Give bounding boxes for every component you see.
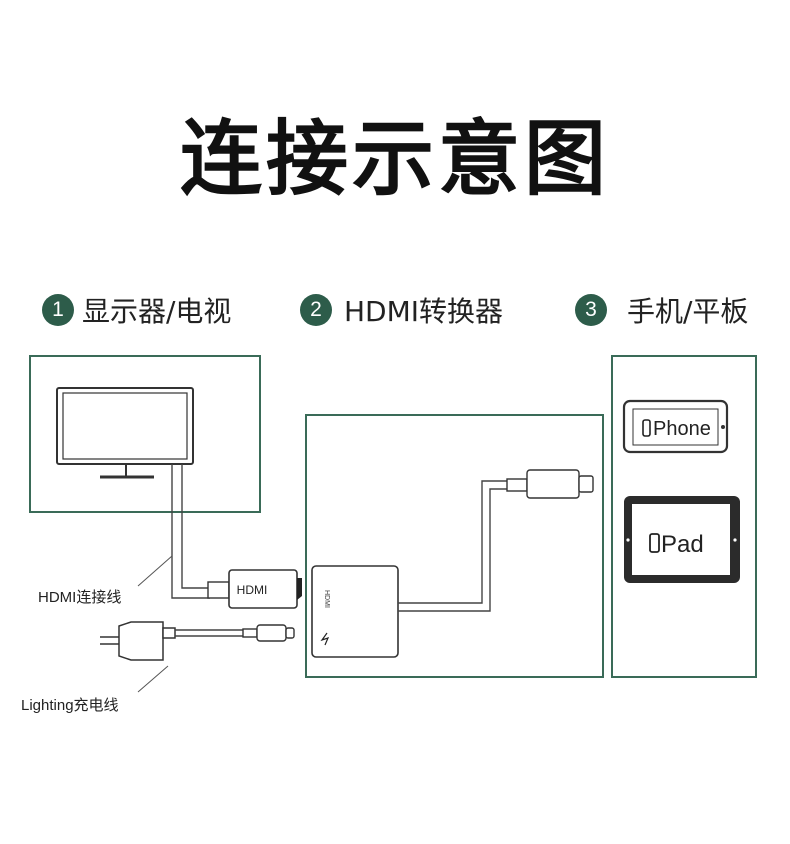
step-1: 1 显示器/电视 <box>42 290 231 330</box>
tablet-glyph-icon <box>649 533 660 553</box>
step-2-number: 2 <box>300 294 332 326</box>
lightning-plug <box>506 469 594 499</box>
charge-cable-line <box>175 629 243 637</box>
hdmi-cable-pointer <box>137 555 173 587</box>
hdmi-connector-label: HDMI <box>237 583 268 597</box>
phone-glyph-icon <box>642 419 651 437</box>
adapter-body: HDMI <box>311 565 399 658</box>
hdmi-connector: HDMI <box>207 569 302 609</box>
charge-cable-pointer <box>137 665 169 693</box>
hdmi-cable-line <box>171 464 210 599</box>
step-1-number: 1 <box>42 294 74 326</box>
monitor-icon <box>56 387 194 479</box>
iphone-icon <box>622 399 729 454</box>
ipad-label: Pad <box>661 531 704 558</box>
ipad-icon <box>624 496 740 583</box>
step-3-number: 3 <box>575 294 607 326</box>
lightning-bolt-icon <box>320 632 330 646</box>
adapter-port-label: HDMI <box>323 590 330 608</box>
hdmi-cable-caption: HDMI连接线 <box>38 589 122 606</box>
lightning-connector <box>242 624 295 642</box>
step-1-label: 显示器/电视 <box>82 295 232 328</box>
monitor-panel <box>29 355 261 513</box>
step-3-label: 手机/平板 <box>627 295 749 328</box>
page-title: 连接示意图 <box>179 112 610 207</box>
adapter-cable-line <box>398 480 507 612</box>
step-3: 3 手机/平板 <box>575 290 748 330</box>
charger-icon <box>100 621 176 661</box>
iphone-label: Phone <box>653 418 711 440</box>
charge-cable-caption: Lighting充电线 <box>21 697 119 714</box>
step-2: 2 HDMI转换器 <box>300 290 503 330</box>
step-2-label: HDMI转换器 <box>344 295 504 328</box>
